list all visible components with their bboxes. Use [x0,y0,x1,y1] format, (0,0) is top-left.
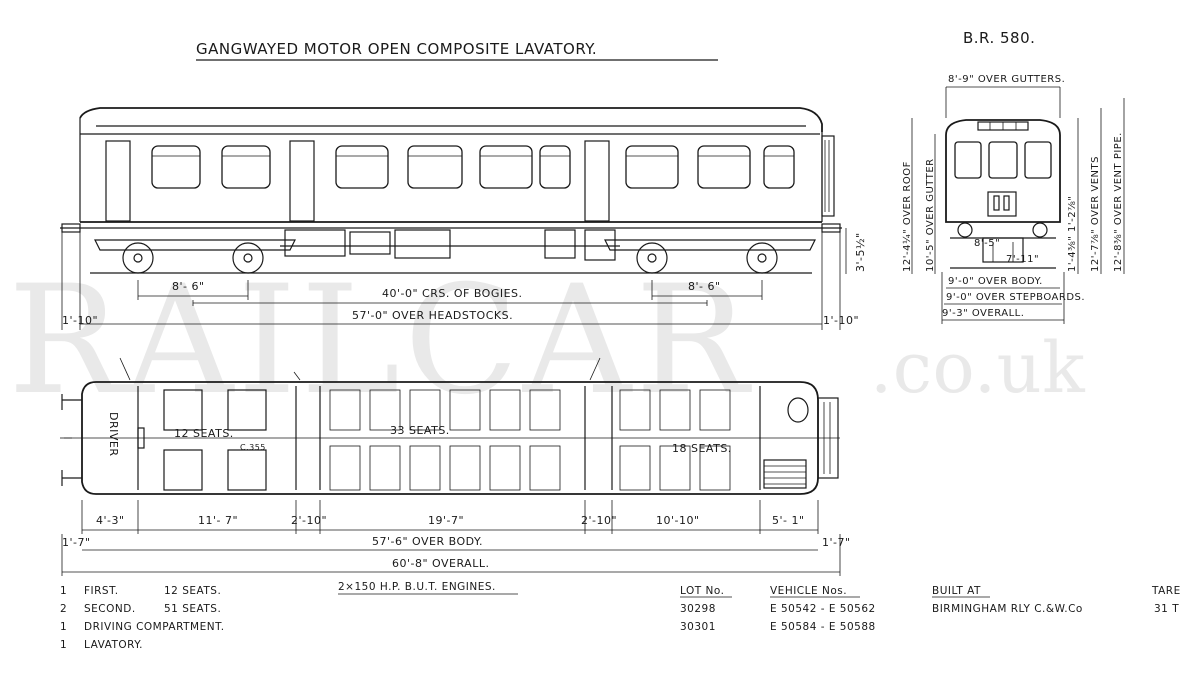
lot-2-number: 30301 [680,621,716,633]
dim-over-vent-pipe: 12'-8⅜" OVER VENT PIPE. [1113,132,1124,272]
plan-dimensions: 4'-3" 11'- 7" 2'-10" 19'-7" 2'-10" 10'-1… [61,500,851,576]
dim-step-height: 1'-4⅜" [1067,236,1078,272]
legend-label-4: LAVATORY. [84,639,143,651]
dim-over-gutters: 8'-9" OVER GUTTERS. [948,74,1065,85]
dim-over-body-end: 9'-0" OVER BODY. [948,276,1043,287]
header-built: BUILT AT [932,585,981,597]
diagram-title: GANGWAYED MOTOR OPEN COMPOSITE LAVATORY. [196,40,597,58]
dim-over-roof: 12'-4¼" OVER ROOF [901,161,913,272]
dim-over-headstocks: 57'-0" OVER HEADSTOCKS. [352,309,513,322]
label-seats-second-b: 18 SEATS. [672,442,732,455]
legend-qty-2: 2 [60,603,67,615]
lot-table: LOT No. VEHICLE Nos. BUILT AT TARE 30298… [680,585,1181,633]
lot-1-number: 30298 [680,603,716,615]
accommodation-legend: 1 FIRST. 12 SEATS. 2 SECOND. 51 SEATS. 1… [60,581,518,651]
lot-2-vehicles: E 50584 - E 50588 [770,621,876,633]
plan-view: DRIVER 12 SEATS. 33 SEATS. 18 SEATS. C.3… [60,357,840,495]
label-note: C.355 [240,443,266,452]
dim-b: 7'-11" [1006,254,1039,265]
dim-plan-1: 4'-3" [96,514,125,527]
header-lot: LOT No. [680,585,724,597]
dim-left-overhang: 1'-10" [62,314,98,327]
header-tare: TARE [1151,585,1181,597]
legend-qty-3: 1 [60,621,67,633]
end-elevation [945,119,1061,269]
label-seats-first: 12 SEATS. [174,427,234,440]
lot-1-vehicles: E 50542 - E 50562 [770,603,876,615]
legend-label-1: FIRST. [84,585,119,597]
side-elevation [60,107,842,274]
dim-over-stepboards: 9'-0" OVER STEPBOARDS. [946,292,1085,303]
side-dimensions: 8'- 6" 8'- 6" 40'-0" CRS. OF BOGIES. 57'… [61,228,867,330]
diagram-number: B.R. 580. [963,29,1035,47]
dim-plan-3: 2'-10" [291,514,327,527]
dim-plan-6: 10'-10" [656,514,700,527]
dim-bogie-left: 8'- 6" [172,280,205,293]
lot-1-tare: 31 T [1154,603,1179,615]
dim-crs-bogies: 40'-0" CRS. OF BOGIES. [382,287,523,300]
legend-label-2: SECOND. [84,603,136,615]
legend-qty-1: 1 [60,585,67,597]
end-dimensions: 8'-9" OVER GUTTERS. 12'-4¼" OVER ROOF 10… [901,74,1125,324]
watermark-main: RAILCAR [8,254,752,428]
watermark-suffix: .co.uk [870,327,1085,409]
header-vehicle: VEHICLE Nos. [770,585,847,597]
label-seats-second-a: 33 SEATS. [390,424,450,437]
dim-plan-2: 11'- 7" [198,514,238,527]
dim-over-body-plan: 57'-6" OVER BODY. [372,535,483,548]
label-driver: DRIVER [107,412,120,456]
dim-rail-height: 3'-5½" [854,232,867,272]
dim-step-height-2: 1'-2⅞" [1067,196,1078,232]
dim-plan-4: 19'-7" [428,514,464,527]
dim-plan-7: 5'- 1" [772,514,805,527]
dim-a: 8'-5" [974,238,1000,249]
dim-overall-plan: 60'-8" OVERALL. [392,557,489,570]
legend-qty-4: 1 [60,639,67,651]
dim-over-vents: 12'-7⅞" OVER VENTS [1090,156,1101,272]
legend-engines: 2×150 H.P. B.U.T. ENGINES. [338,581,496,593]
dim-bogie-right: 8'- 6" [688,280,721,293]
legend-seats-1: 12 SEATS. [164,585,221,597]
lot-1-built: BIRMINGHAM RLY C.&W.Co [932,603,1083,615]
dim-right-overhang: 1'-10" [823,314,859,327]
dim-end-left: 1'-7" [62,536,91,549]
dim-end-right: 1'-7" [822,536,851,549]
dim-over-gutter: 10'-5" OVER GUTTER [925,158,936,272]
legend-label-3: DRIVING COMPARTMENT. [84,621,225,633]
dim-plan-5: 2'-10" [581,514,617,527]
dim-overall-end: 9'-3" OVERALL. [942,308,1024,319]
legend-seats-2: 51 SEATS. [164,603,221,615]
